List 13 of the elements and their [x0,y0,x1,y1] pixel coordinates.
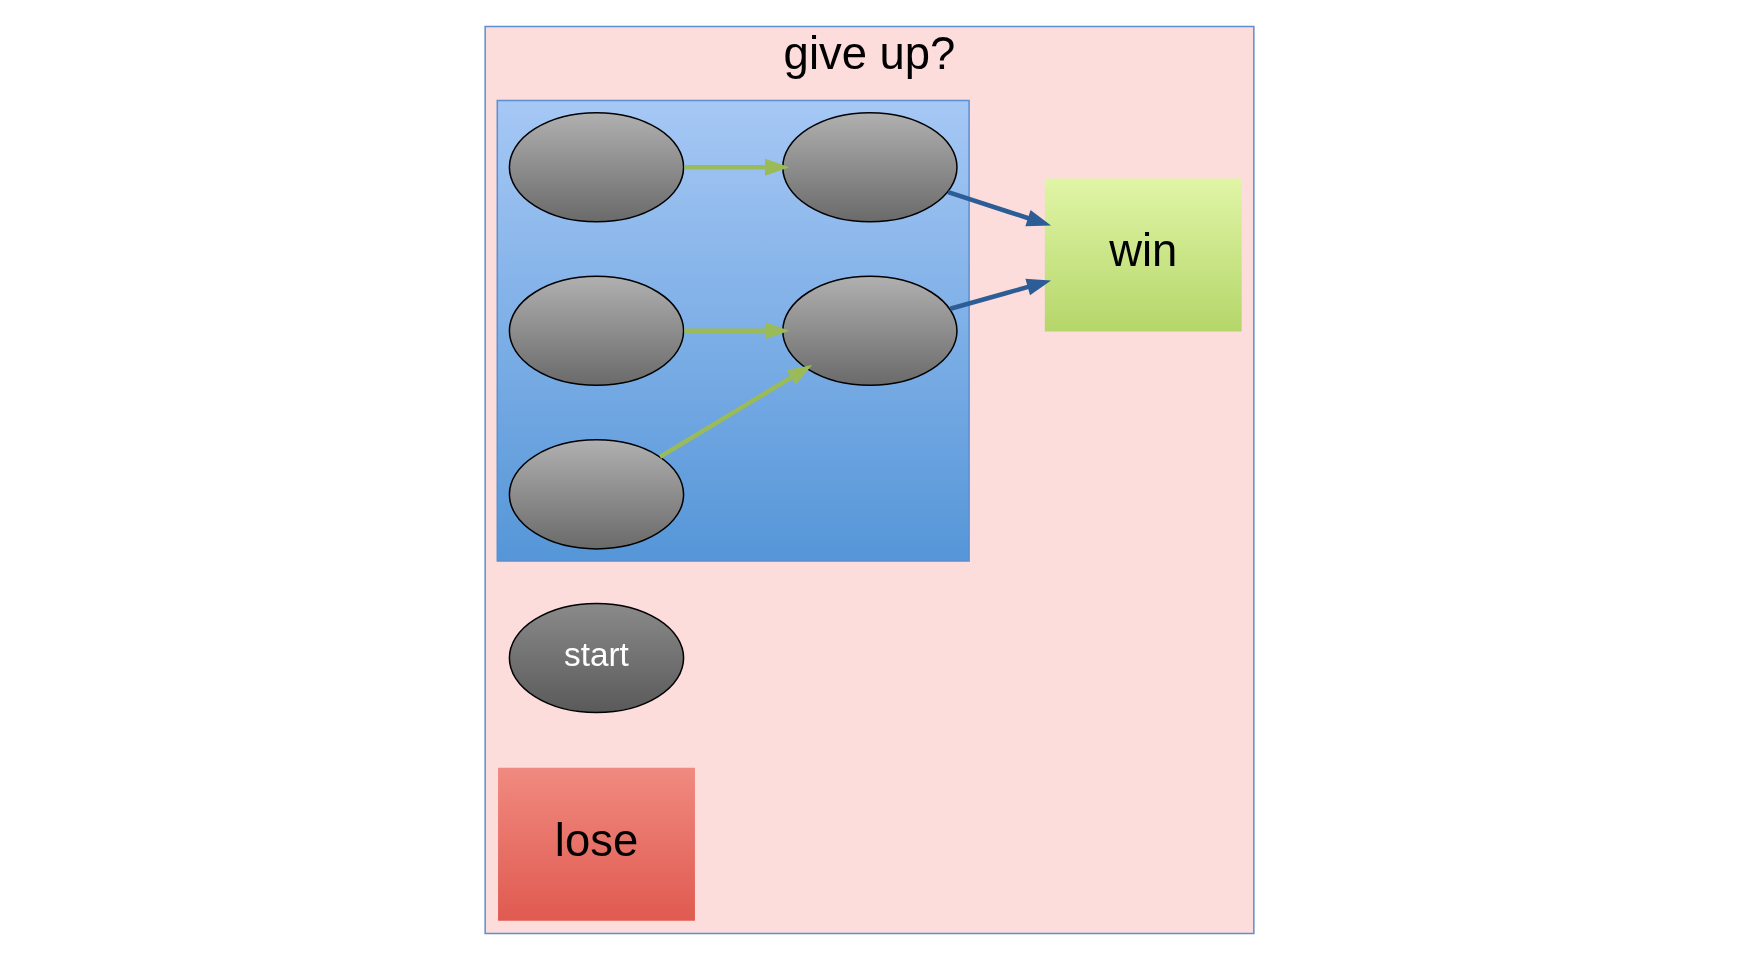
node-ellipse [508,439,684,550]
arrow [658,364,812,459]
node-box: lose [497,767,695,921]
node-box: win [1044,178,1242,332]
arrow [946,190,1051,227]
cluster [496,99,970,562]
node-ellipse: start [508,602,684,714]
node-ellipse [781,111,958,223]
node-ellipse [508,111,684,223]
arrow [683,322,789,340]
node-ellipse [508,275,684,387]
arrow [683,158,789,176]
arrow [949,278,1051,311]
